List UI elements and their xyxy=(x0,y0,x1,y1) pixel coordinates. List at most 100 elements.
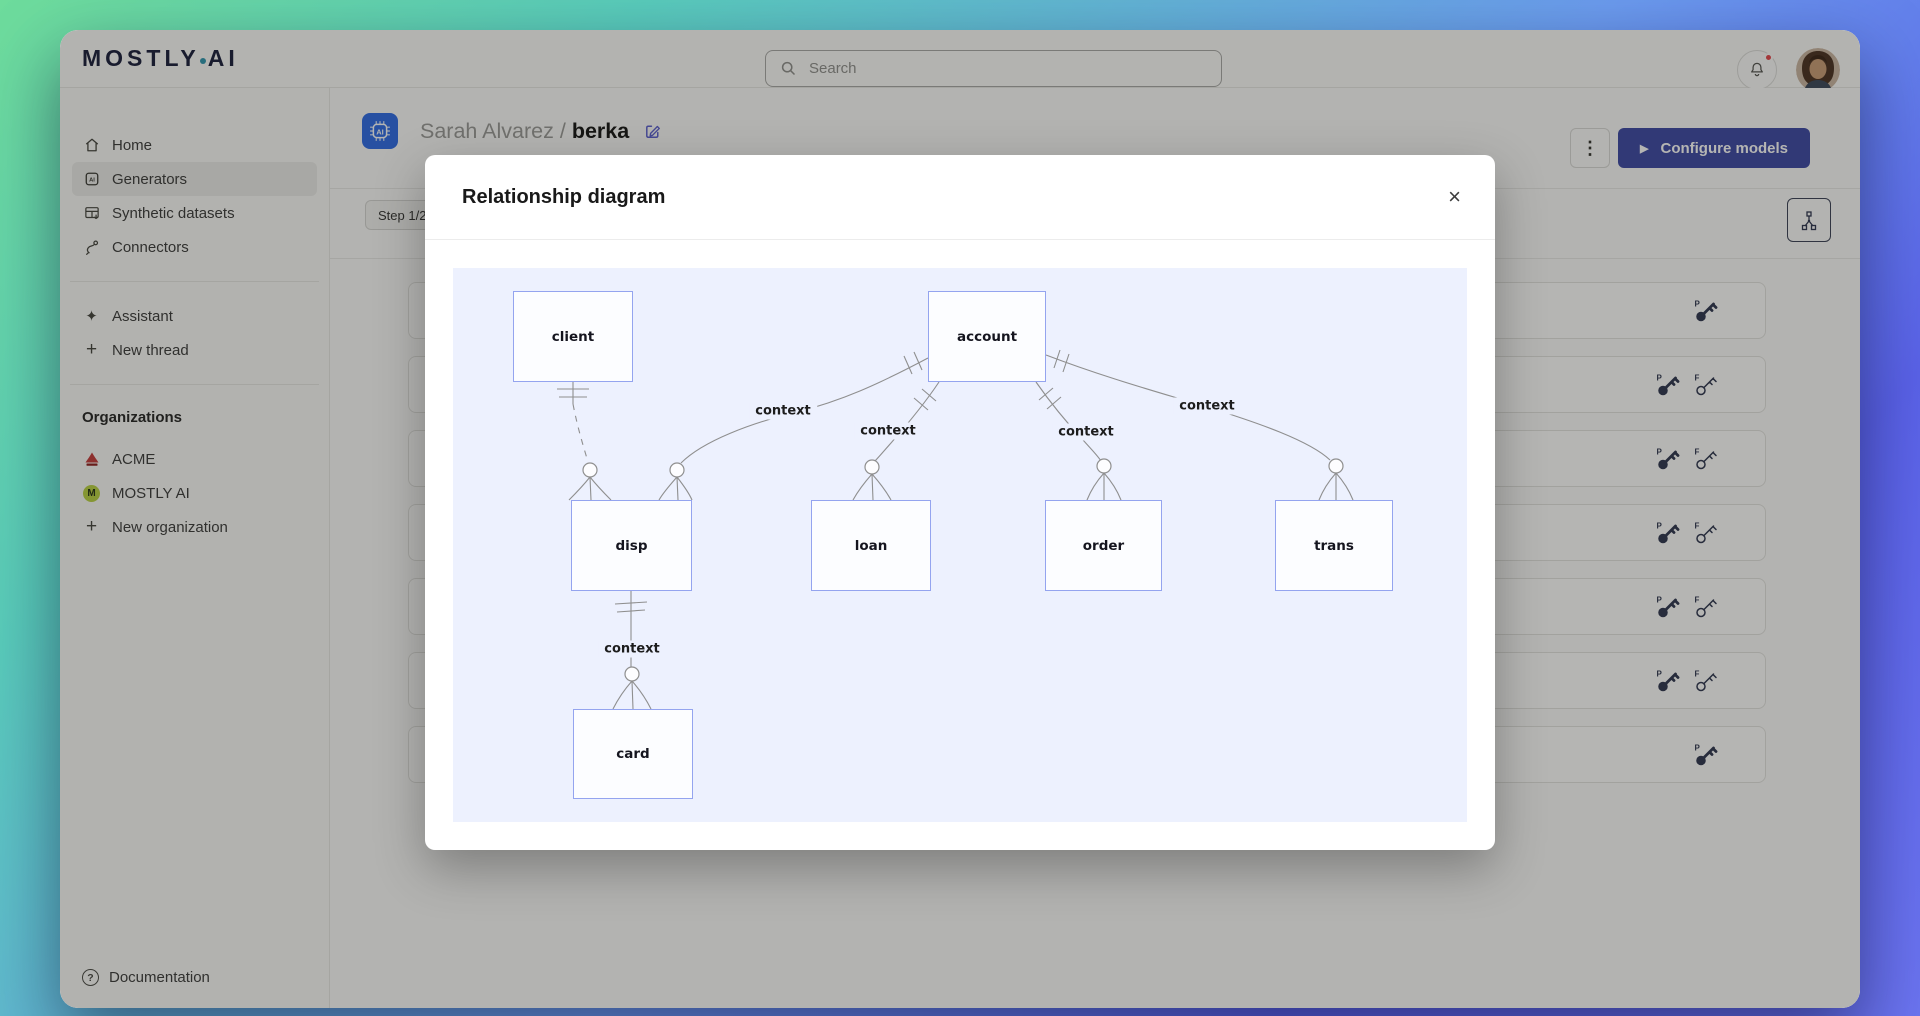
sparkle-icon: ✦ xyxy=(85,308,98,325)
app-logo: MOSTLY AI xyxy=(82,45,239,72)
sidebar: Home AI Generators Synthetic datasets xyxy=(60,88,330,1008)
ai-chip-icon: AI xyxy=(82,170,101,188)
sidebar-item-documentation[interactable]: ? Documentation xyxy=(82,969,210,986)
dataset-table-icon xyxy=(82,204,101,222)
sidebar-item-connectors[interactable]: Connectors xyxy=(72,230,317,264)
primary-key-icon: P xyxy=(1657,447,1680,469)
svg-text:P: P xyxy=(1657,447,1663,456)
svg-text:P: P xyxy=(1657,373,1663,382)
foreign-key-icon: F xyxy=(1695,447,1717,469)
logo-dot-icon xyxy=(199,57,206,64)
header-actions: ⋮ ▶ Configure models xyxy=(1570,128,1810,168)
foreign-key-icon: F xyxy=(1695,595,1717,617)
relationship-label: context xyxy=(1052,423,1120,441)
diagram-table-order[interactable]: order xyxy=(1045,500,1162,591)
avatar-image xyxy=(1796,48,1840,92)
search-icon xyxy=(781,61,796,76)
svg-text:F: F xyxy=(1695,595,1700,604)
top-bar: MOSTLY AI Search xyxy=(60,30,1860,92)
breadcrumb: AI Sarah Alvarez/berka xyxy=(362,113,662,149)
question-icon: ? xyxy=(82,969,99,986)
configure-models-button[interactable]: ▶ Configure models xyxy=(1618,128,1810,168)
search-input[interactable]: Search xyxy=(765,50,1222,87)
sidebar-item-generators[interactable]: AI Generators xyxy=(72,162,317,196)
svg-text:F: F xyxy=(1695,669,1700,678)
foreign-key-icon: F xyxy=(1695,669,1717,691)
sidebar-item-label: New organization xyxy=(112,518,228,536)
breadcrumb-separator: / xyxy=(559,118,566,143)
kebab-icon: ⋮ xyxy=(1581,137,1600,158)
diagram-table-trans[interactable]: trans xyxy=(1275,500,1393,591)
breadcrumb-name: berka xyxy=(571,118,630,143)
plus-icon: + xyxy=(85,339,98,360)
svg-text:P: P xyxy=(1657,595,1663,604)
relationship-diagram-button[interactable] xyxy=(1787,198,1831,242)
modal-header: Relationship diagram × xyxy=(425,155,1495,240)
sidebar-item-org-acme[interactable]: ACME xyxy=(72,442,317,476)
close-icon[interactable]: × xyxy=(1448,184,1461,209)
diagram-table-disp[interactable]: disp xyxy=(571,500,692,591)
svg-text:P: P xyxy=(1657,669,1663,678)
svg-text:P: P xyxy=(1657,521,1663,530)
svg-text:AI: AI xyxy=(376,127,384,136)
logo-text-left: MOSTLY xyxy=(82,45,200,71)
sidebar-item-label: Generators xyxy=(112,170,188,188)
sidebar-item-label: Synthetic datasets xyxy=(112,204,235,222)
breadcrumb-owner[interactable]: Sarah Alvarez xyxy=(420,118,554,143)
organizations-heading: Organizations xyxy=(82,409,183,426)
svg-text:P: P xyxy=(1695,743,1701,752)
edit-pencil-icon[interactable] xyxy=(643,122,662,141)
logo-text-right: AI xyxy=(207,45,239,71)
primary-key-icon: P xyxy=(1657,521,1680,543)
user-avatar[interactable] xyxy=(1796,48,1840,92)
primary-key-icon: P xyxy=(1695,743,1718,765)
play-icon: ▶ xyxy=(1640,142,1649,155)
diagram-table-client[interactable]: client xyxy=(513,291,633,382)
primary-key-icon: P xyxy=(1657,595,1680,617)
bell-icon xyxy=(1751,62,1763,77)
svg-text:F: F xyxy=(1695,521,1700,530)
home-icon xyxy=(82,136,101,154)
foreign-key-icon: F xyxy=(1695,521,1717,543)
primary-key-icon: P xyxy=(1695,299,1718,321)
sidebar-item-label: Connectors xyxy=(112,238,189,256)
notification-dot xyxy=(1764,53,1773,62)
relationship-label: context xyxy=(1173,397,1241,415)
sidebar-item-new-thread[interactable]: + New thread xyxy=(72,333,317,367)
diagram-table-loan[interactable]: loan xyxy=(811,500,931,591)
primary-key-icon: P xyxy=(1657,669,1680,691)
configure-models-label: Configure models xyxy=(1660,139,1788,157)
relationship-links xyxy=(557,349,1354,710)
svg-text:F: F xyxy=(1695,447,1700,456)
svg-text:AI: AI xyxy=(89,177,95,183)
sidebar-item-new-organization[interactable]: + New organization xyxy=(72,510,317,544)
relationship-label: context xyxy=(749,402,817,420)
sidebar-divider xyxy=(70,281,319,282)
sidebar-item-label: New thread xyxy=(112,341,189,359)
search-placeholder: Search xyxy=(809,60,857,77)
relationship-diagram-modal: Relationship diagram × xyxy=(425,155,1495,850)
relationship-label: context xyxy=(598,640,666,658)
sidebar-item-label: Home xyxy=(112,136,153,154)
svg-text:P: P xyxy=(1695,299,1701,308)
generator-title: Sarah Alvarez/berka xyxy=(420,119,662,144)
diagram-canvas[interactable]: client account disp loan order trans card conte… xyxy=(453,268,1467,822)
sidebar-divider xyxy=(70,384,319,385)
sidebar-item-synthetic-datasets[interactable]: Synthetic datasets xyxy=(72,196,317,230)
primary-key-icon: P xyxy=(1657,373,1680,395)
foreign-key-icon: F xyxy=(1695,373,1717,395)
diagram-table-card[interactable]: card xyxy=(573,709,693,799)
diagram-table-account[interactable]: account xyxy=(928,291,1046,382)
mostly-ai-org-icon: M xyxy=(82,484,101,502)
sidebar-item-assistant[interactable]: ✦ Assistant xyxy=(72,299,317,333)
plus-icon: + xyxy=(85,516,98,537)
relationship-label: context xyxy=(854,422,922,440)
sidebar-item-home[interactable]: Home xyxy=(72,128,317,162)
sidebar-item-label: MOSTLY AI xyxy=(112,484,190,502)
connector-plug-icon xyxy=(82,238,101,256)
acme-logo-icon xyxy=(82,451,101,467)
more-options-button[interactable]: ⋮ xyxy=(1570,128,1611,168)
relationship-diagram-icon xyxy=(1801,210,1817,230)
svg-text:F: F xyxy=(1695,373,1700,382)
sidebar-item-org-mostly-ai[interactable]: M MOSTLY AI xyxy=(72,476,317,510)
